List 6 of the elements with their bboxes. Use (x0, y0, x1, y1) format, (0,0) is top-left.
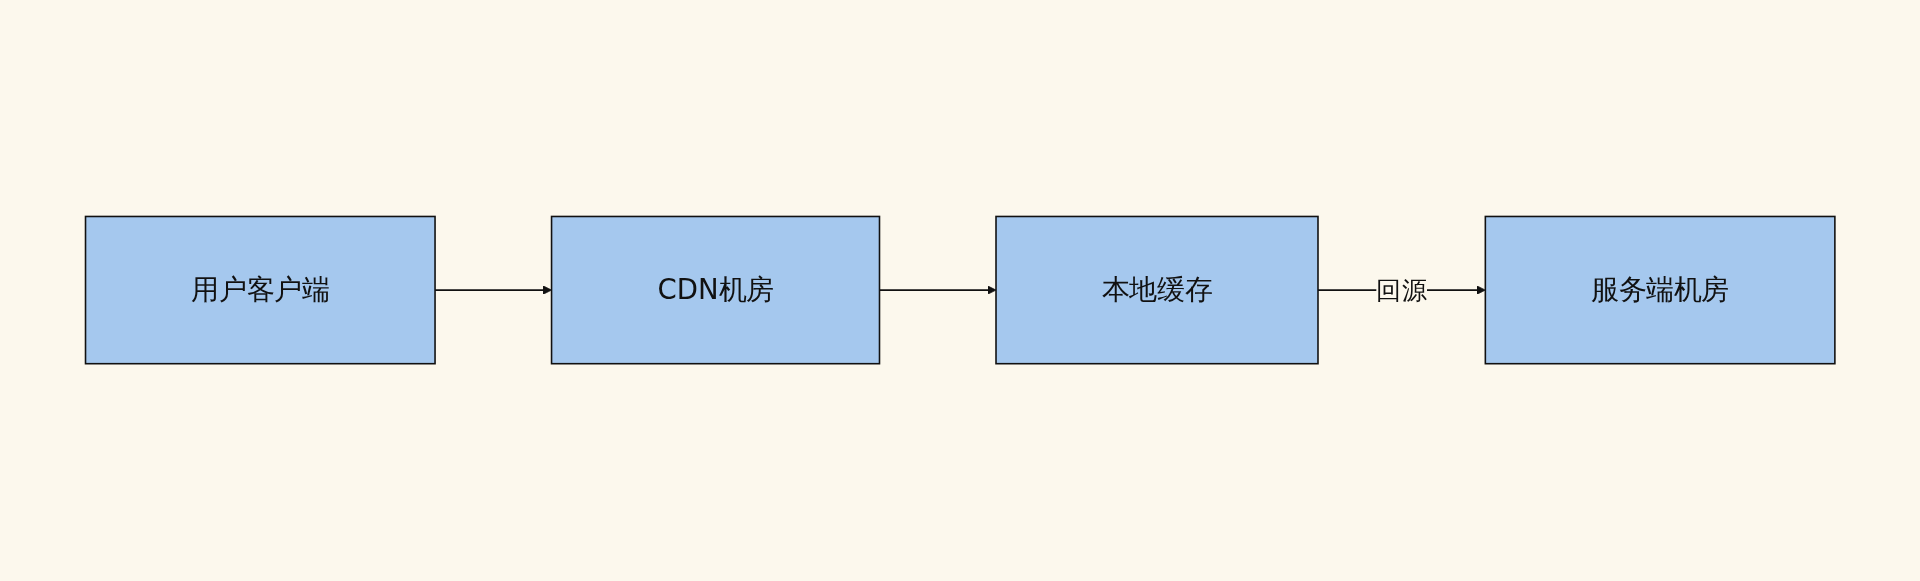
arrow (434, 285, 552, 296)
node-box: CDN机房 (550, 216, 881, 365)
edge-label: 回源 (1376, 275, 1427, 306)
node-box: 用户客户端 (84, 216, 436, 365)
node-box: 本地缓存 (995, 216, 1319, 365)
node-box: 服务端机房 (1484, 216, 1836, 365)
